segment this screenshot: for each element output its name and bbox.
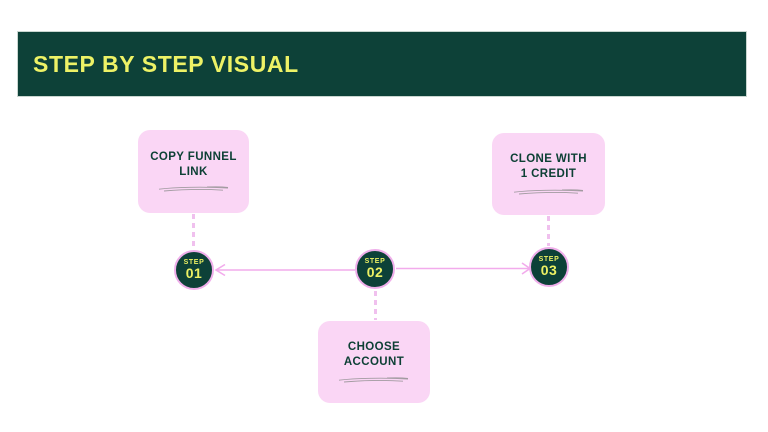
box-label: COPY FUNNEL LINK	[150, 150, 237, 178]
page-title: STEP BY STEP VISUAL	[33, 50, 299, 77]
step-3-node: STEP 03	[529, 247, 569, 287]
step-number: 02	[366, 263, 384, 280]
scribble-underline-icon	[513, 189, 583, 195]
box-copy-funnel-link: COPY FUNNEL LINK	[138, 130, 249, 213]
step-number: 03	[540, 261, 558, 278]
step-kicker: STEP	[538, 255, 560, 263]
step-kicker: STEP	[183, 258, 205, 266]
scribble-underline-icon	[158, 186, 228, 192]
scribble-underline-icon	[338, 377, 409, 383]
box-choose-account: CHOOSE ACCOUNT	[318, 321, 430, 403]
step-number: 01	[185, 264, 203, 281]
step-kicker: STEP	[364, 257, 386, 265]
step-2-node: STEP 02	[355, 249, 395, 289]
arrow-step2-to-step3	[396, 262, 532, 275]
header-banner: STEP BY STEP VISUAL	[17, 31, 747, 97]
step-1-node: STEP 01	[174, 250, 214, 290]
box-label: CLONE WITH 1 CREDIT	[510, 153, 587, 180]
box-label: CHOOSE ACCOUNT	[343, 341, 405, 368]
arrow-step2-to-step1	[214, 263, 355, 277]
box-clone-with-1-credit: CLONE WITH 1 CREDIT	[492, 133, 605, 215]
